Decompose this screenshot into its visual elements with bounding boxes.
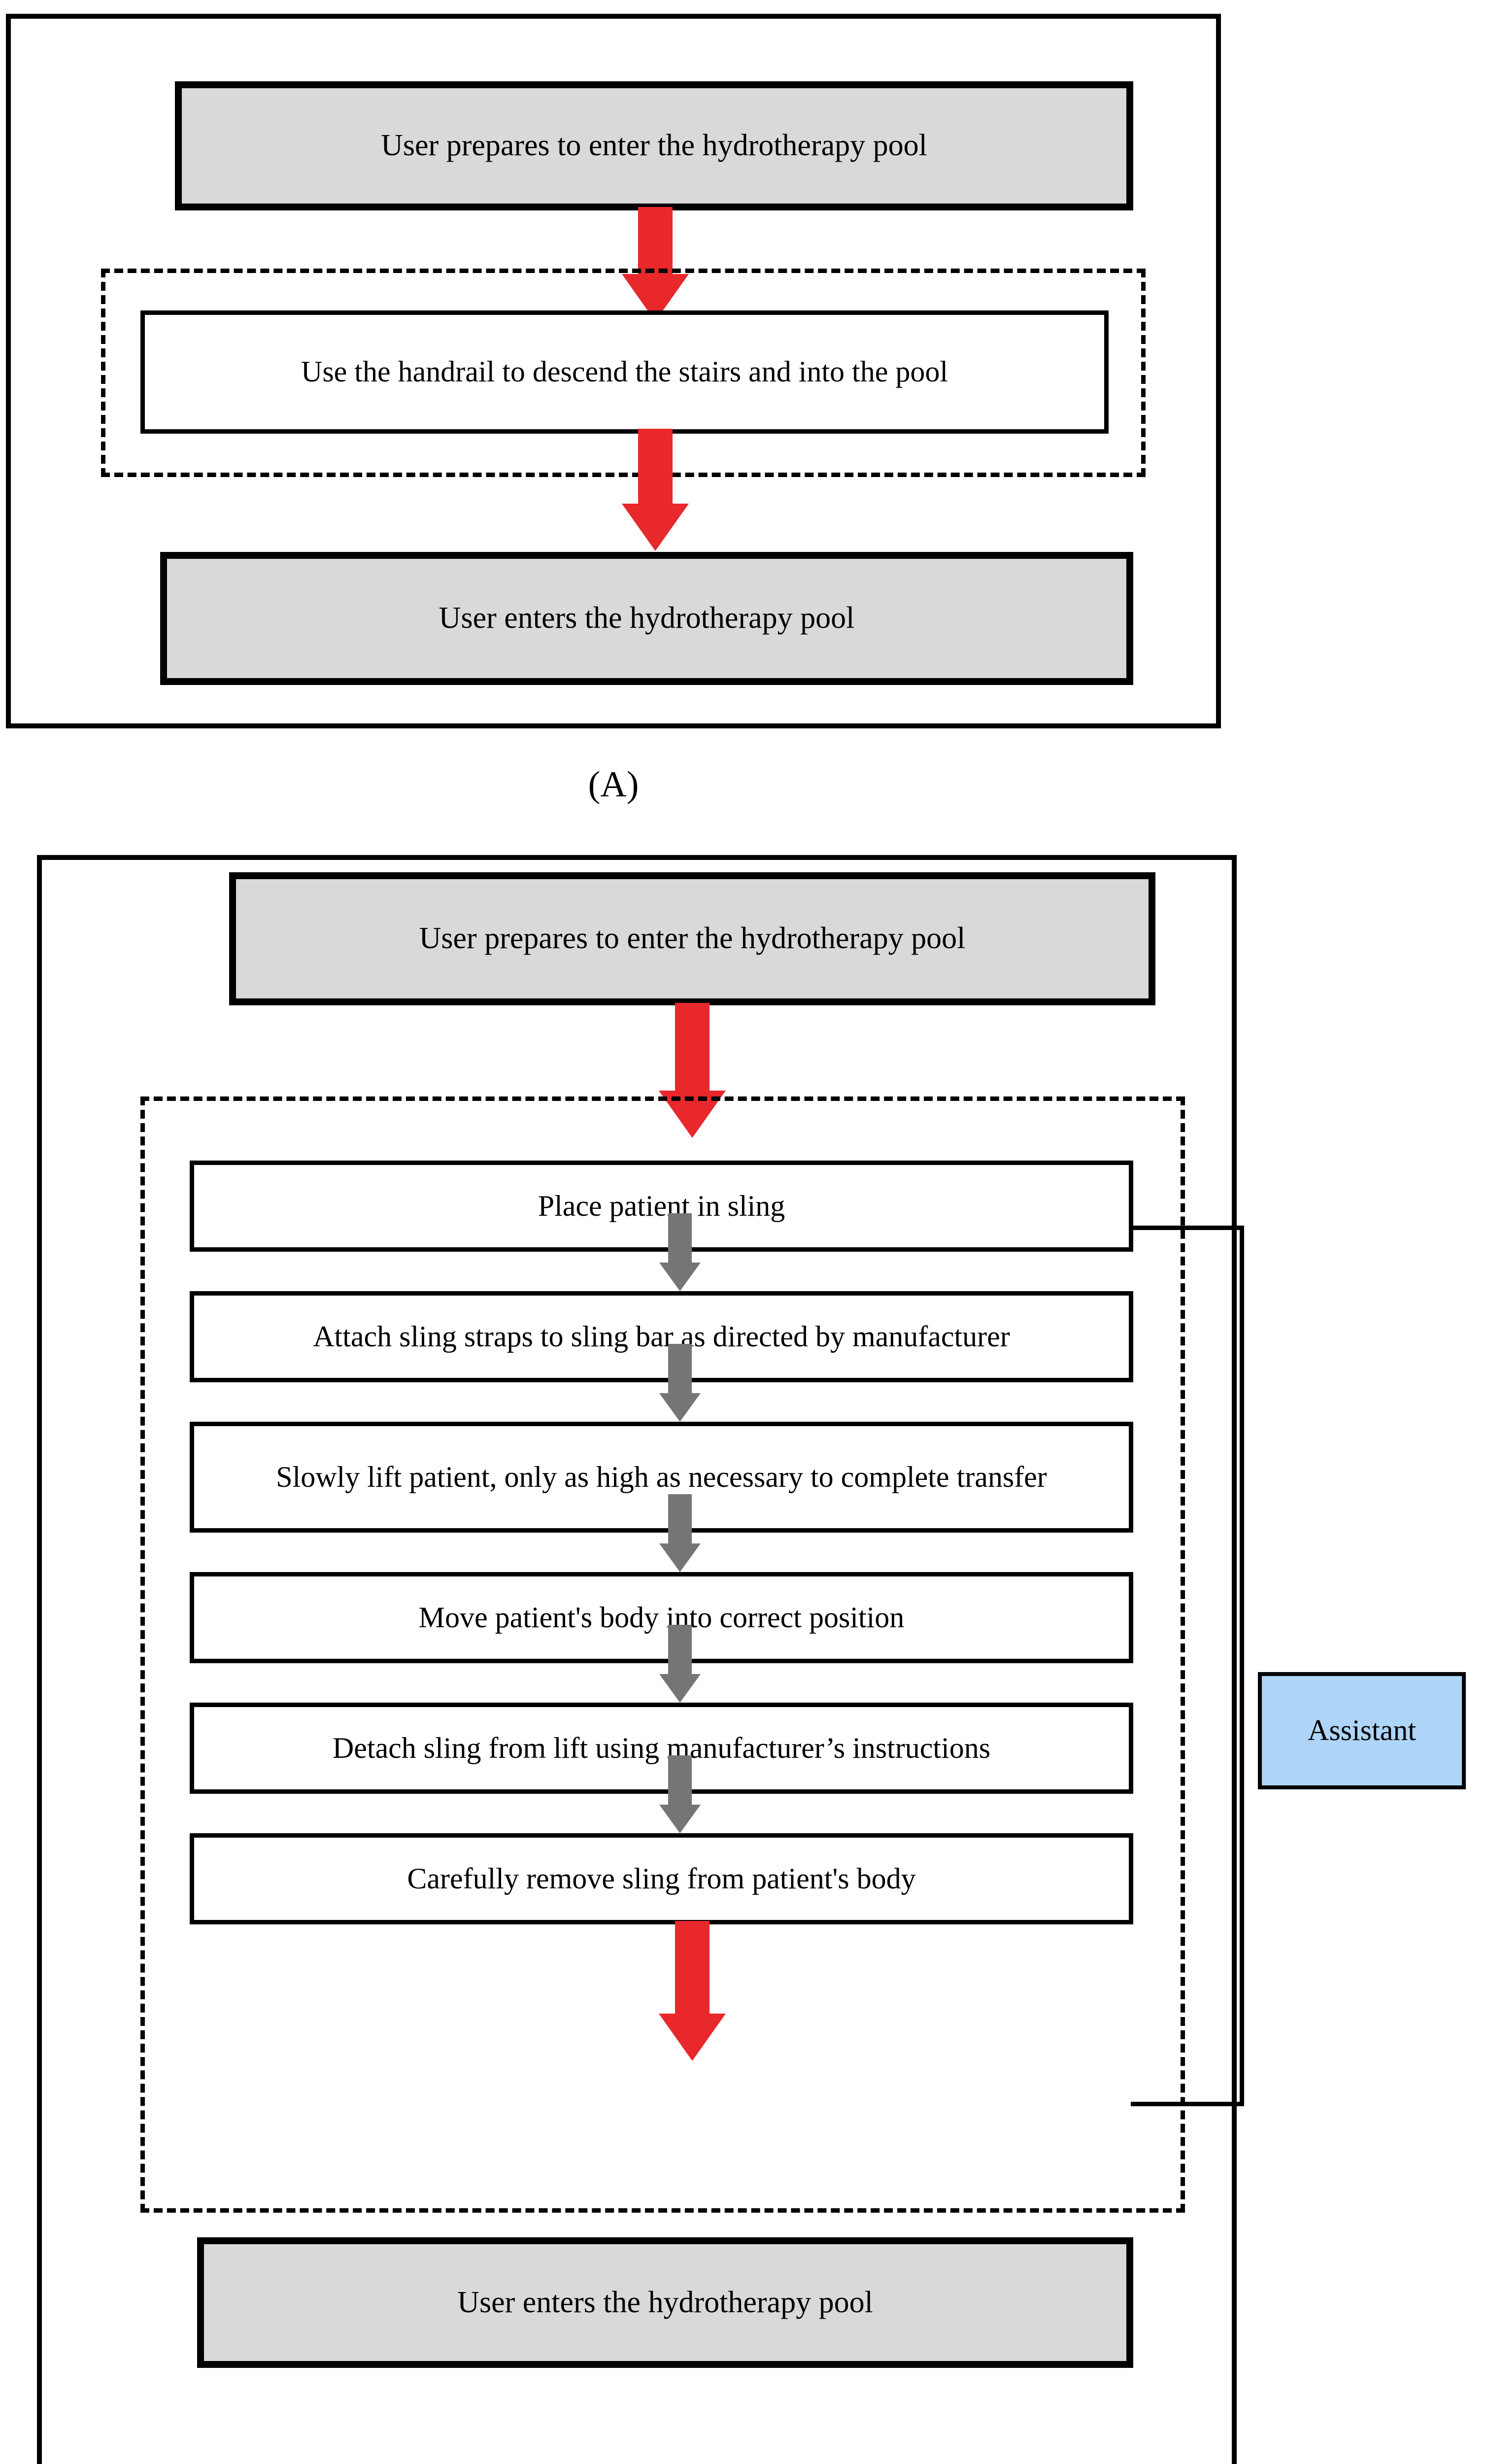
assistant-node: Assistant: [1258, 1672, 1466, 1789]
panel-a-caption-text: (A): [588, 764, 639, 805]
panel-b-step-5: Detach sling from lift using manufacture…: [190, 1703, 1133, 1794]
panel-b-step-5-label: Detach sling from lift using manufacture…: [332, 1731, 991, 1764]
panel-a-dashed-group: [101, 269, 1146, 477]
panel-b-step-6-label: Carefully remove sling from patient's bo…: [407, 1862, 916, 1895]
panel-b-step-2-label: Attach sling straps to sling bar as dire…: [313, 1320, 1010, 1353]
panel-b-start-label: User prepares to enter the hydrotherapy …: [419, 922, 966, 956]
panel-a-start-node: User prepares to enter the hydrotherapy …: [175, 81, 1133, 210]
panel-a-end-label: User enters the hydrotherapy pool: [439, 601, 855, 635]
panel-b-step-4-label: Move patient's body into correct positio…: [418, 1601, 905, 1634]
panel-b-arrow-5-to-6: [659, 1755, 701, 1834]
panel-b-end-label: User enters the hydrotherapy pool: [457, 2285, 873, 2319]
panel-b-step-3-label: Slowly lift patient, only as high as nec…: [276, 1460, 1047, 1493]
assistant-connector-top-horizontal: [1131, 1226, 1244, 1230]
panel-b-step-4: Move patient's body into correct positio…: [190, 1572, 1133, 1663]
panel-a-end-node: User enters the hydrotherapy pool: [160, 552, 1133, 685]
panel-b-end-node: User enters the hydrotherapy pool: [197, 2237, 1133, 2368]
panel-b-arrow-steps-to-end: [659, 1921, 726, 2063]
panel-b-arrow-1-to-2: [659, 1213, 701, 1292]
panel-b-start-node: User prepares to enter the hydrotherapy …: [229, 872, 1155, 1005]
panel-a-arrow-step-to-end: [622, 429, 689, 552]
assistant-connector-vertical: [1240, 1226, 1244, 2106]
panel-b-step-3: Slowly lift patient, only as high as nec…: [190, 1422, 1133, 1533]
panel-a-start-label: User prepares to enter the hydrotherapy …: [381, 129, 927, 163]
panel-a-step-1-label: Use the handrail to descend the stairs a…: [301, 355, 948, 388]
panel-b-dashed-group: [140, 1096, 1185, 2213]
panel-b-step-1: Place patient in sling: [190, 1161, 1133, 1252]
panel-b-step-1-label: Place patient in sling: [538, 1189, 785, 1222]
panel-b-step-2: Attach sling straps to sling bar as dire…: [190, 1291, 1133, 1382]
panel-b-arrow-3-to-4: [659, 1494, 701, 1573]
panel-b-arrow-4-to-5: [659, 1625, 701, 1704]
panel-b-arrow-2-to-3: [659, 1344, 701, 1423]
assistant-label: Assistant: [1307, 1714, 1417, 1747]
panel-b-step-6: Carefully remove sling from patient's bo…: [190, 1833, 1133, 1924]
panel-a-caption: (A): [510, 766, 717, 803]
panel-a-step-1: Use the handrail to descend the stairs a…: [140, 310, 1109, 434]
assistant-connector-bottom-horizontal: [1131, 2102, 1244, 2106]
